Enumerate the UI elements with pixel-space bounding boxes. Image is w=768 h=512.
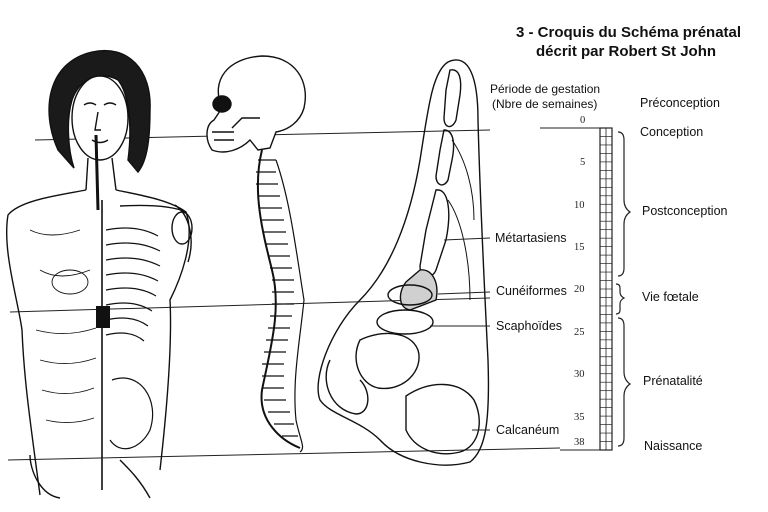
foot-outline <box>317 59 490 466</box>
diagram-title-line2: décrit par Robert St John <box>536 43 717 60</box>
scale-tick-label: 38 <box>574 437 585 448</box>
label-cuneiformes: Cunéiformes <box>496 284 567 298</box>
scale-minor-ticks <box>600 127 612 451</box>
bracket-vie-foetale <box>615 283 626 315</box>
reference-lines <box>7 129 561 461</box>
bracket-prenatalite <box>617 317 632 447</box>
scale-tick-label: 30 <box>574 369 585 381</box>
foot-figure <box>317 59 490 466</box>
label-metatarsiens: Métartasiens <box>495 231 567 245</box>
woman-torso <box>6 189 190 496</box>
skull <box>206 55 306 153</box>
scale-header-line1: Période de gestation <box>490 82 601 96</box>
scale-header-line2: (Nbre de semaines) <box>492 97 598 111</box>
label-calcaneum: Calcanéum <box>496 423 560 437</box>
scale-tick-label: 5 <box>580 157 586 169</box>
woman-figure <box>6 49 193 499</box>
ribcage <box>105 227 161 342</box>
woman-hair <box>48 49 151 174</box>
scale-tick-label: 35 <box>574 411 585 423</box>
gestation-scale <box>540 127 632 451</box>
diagram-title-line1: 3 - Croquis du Schéma prénatal <box>516 24 742 41</box>
bracket-postconception <box>617 131 632 277</box>
scale-tick-label: 10 <box>574 199 585 211</box>
bone-leader-lines <box>430 237 491 431</box>
phase-conception: Conception <box>640 125 704 139</box>
spine-vertebrae <box>256 149 305 453</box>
birth-line <box>7 447 561 461</box>
scale-tick-label: 15 <box>574 242 585 254</box>
label-scaphoides: Scaphoïdes <box>496 319 563 333</box>
phase-postconception: Postconception <box>642 204 728 218</box>
phase-preconception: Préconception <box>640 96 720 110</box>
skull-spine-figure <box>206 55 306 453</box>
woman-face <box>71 75 129 161</box>
scale-tick-label: 0 <box>580 115 586 126</box>
calcaneum-bone <box>405 383 480 455</box>
scale-tick-label: 20 <box>574 284 585 296</box>
phase-vie-foetale: Vie fœtale <box>642 290 699 304</box>
phase-naissance: Naissance <box>644 439 703 453</box>
phase-prenatalite: Prénatalité <box>643 374 703 388</box>
scale-tick-label: 25 <box>574 326 585 338</box>
